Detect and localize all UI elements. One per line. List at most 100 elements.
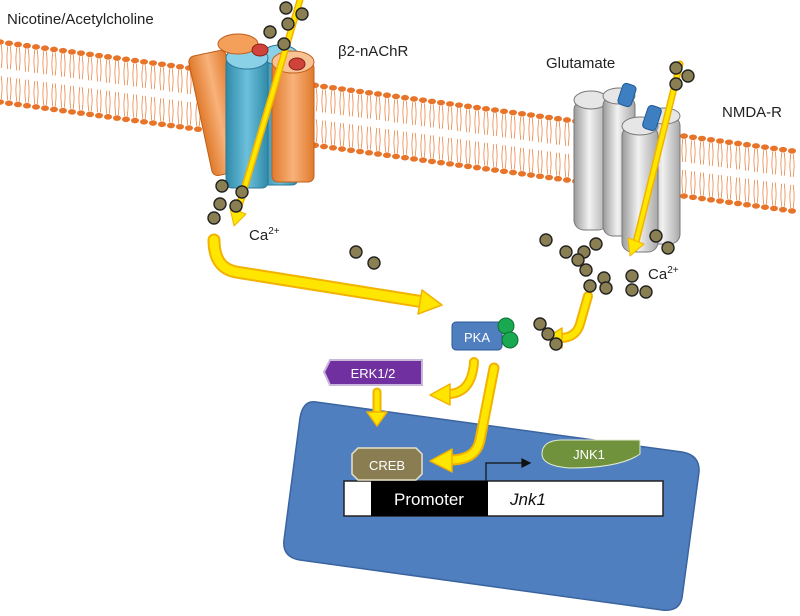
lipid-tail — [33, 80, 39, 105]
lipid-tail — [105, 90, 111, 114]
jnk1-label: JNK1 — [573, 447, 605, 462]
lipid-tail — [141, 95, 147, 119]
lipid-head — [158, 61, 166, 68]
lipid-tail — [474, 110, 480, 134]
lipid-head — [689, 194, 697, 201]
lipid-head — [194, 126, 202, 133]
calcium-ion — [207, 211, 221, 225]
lipid-tail — [0, 44, 3, 69]
lipid-head — [734, 140, 742, 147]
lipid-tail — [366, 126, 372, 150]
lipid-tail — [6, 77, 12, 101]
lipid-head — [95, 112, 103, 119]
lipid-head — [23, 102, 31, 109]
lipid-tail — [168, 99, 174, 123]
lipid-tail — [60, 84, 66, 108]
lipid-head — [104, 114, 112, 120]
lipid-tail — [186, 70, 192, 95]
lipid-head — [419, 97, 427, 103]
pka-label: PKA — [464, 330, 490, 345]
lipid-head — [455, 102, 463, 108]
lipid-tail — [339, 91, 345, 116]
lipid-tail — [465, 140, 471, 164]
gene-label: Jnk1 — [509, 490, 546, 509]
lipid-head — [41, 45, 49, 51]
lipid-head — [518, 110, 526, 117]
lipid-head — [536, 173, 544, 180]
lipid-tail — [384, 98, 390, 122]
lipid-tail — [321, 120, 327, 144]
calcium-ion — [213, 197, 227, 211]
lipid-tail — [366, 95, 372, 119]
lipid-tail — [690, 171, 696, 195]
lipid-head — [149, 60, 157, 66]
lipid-tail — [177, 69, 183, 93]
erk-node: ERK1/2 — [322, 359, 423, 386]
calcium-ion — [579, 263, 593, 277]
lipid-head — [59, 107, 67, 114]
lipid-head — [707, 136, 715, 143]
lipid-tail — [510, 115, 516, 139]
lipid-head — [698, 195, 706, 202]
lipid-head — [365, 149, 373, 156]
calcium-ion — [649, 229, 663, 243]
lipid-tail — [411, 101, 417, 125]
lipid-tail — [744, 178, 750, 202]
lipid-head — [698, 135, 706, 142]
lipid-head — [527, 112, 535, 118]
lipid-head — [5, 40, 13, 47]
lipid-tail — [564, 153, 570, 178]
lipid-head — [77, 110, 85, 116]
lipid-head — [401, 94, 409, 101]
lipid-tail — [537, 119, 543, 143]
lipid-head — [140, 59, 148, 65]
lipid-head — [356, 148, 364, 155]
lipid-head — [86, 51, 94, 58]
lipid-head — [122, 56, 130, 63]
lipid-tail — [15, 78, 21, 102]
erk-label: ERK1/2 — [351, 366, 396, 381]
lipid-head — [95, 52, 103, 59]
lipid-head — [32, 104, 40, 110]
lipid-head — [734, 200, 742, 207]
lipid-head — [770, 205, 778, 212]
lipid-head — [707, 196, 715, 203]
lipid-head — [491, 107, 499, 113]
lipid-tail — [717, 174, 723, 199]
lipid-tail — [15, 47, 21, 71]
lipid-head — [743, 141, 751, 148]
lipid-head — [761, 204, 769, 210]
calcium-ion — [229, 199, 243, 213]
lipid-tail — [186, 101, 192, 126]
lipid-tail — [708, 173, 714, 197]
calcium-ion — [625, 269, 639, 283]
lipid-head — [554, 115, 562, 122]
lipid-tail — [681, 138, 687, 163]
lipid-tail — [510, 146, 516, 170]
lipid-tail — [753, 148, 759, 173]
lipid-head — [788, 148, 796, 154]
lipid-tail — [780, 183, 786, 207]
lipid-head — [752, 143, 760, 149]
lipid-head — [140, 119, 148, 125]
lipid-tail — [87, 88, 93, 112]
lipid-tail — [402, 131, 408, 155]
lipid-head — [743, 201, 751, 208]
lipid-tail — [420, 103, 426, 127]
lipid-head — [383, 152, 391, 159]
receptor-right-label: NMDA-R — [722, 104, 782, 121]
calcium-ion — [349, 245, 363, 259]
lipid-head — [509, 109, 517, 116]
lipid-head — [761, 144, 769, 150]
lipid-tail — [555, 152, 561, 176]
lipid-tail — [42, 51, 48, 75]
lipid-tail — [132, 63, 138, 87]
lipid-tail — [483, 111, 489, 135]
calcium-ion — [533, 317, 547, 331]
lipid-tail — [114, 61, 120, 85]
lipid-head — [437, 99, 445, 106]
calcium-ion — [559, 245, 573, 259]
lipid-tail — [96, 89, 102, 113]
lipid-tail — [501, 145, 507, 169]
